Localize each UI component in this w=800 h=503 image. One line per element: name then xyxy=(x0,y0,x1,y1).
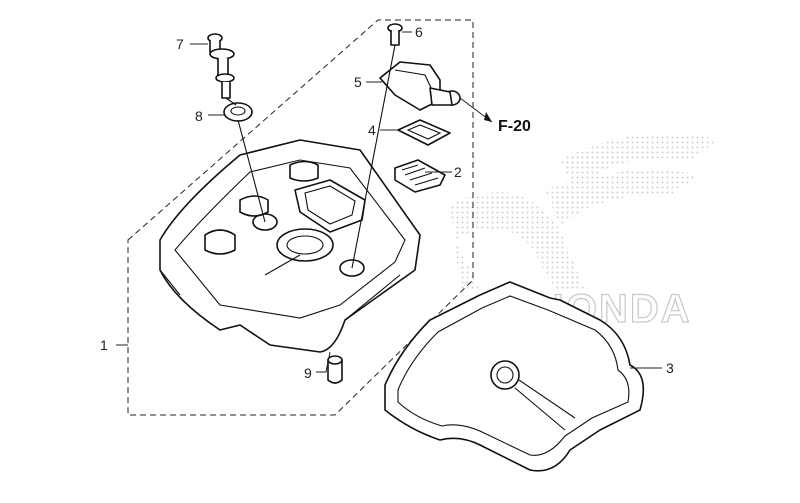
callout-6: 6 xyxy=(415,24,423,40)
callout-9: 9 xyxy=(304,365,312,381)
callout-3: 3 xyxy=(666,360,674,376)
reference-label-f20: F-20 xyxy=(498,118,531,135)
callout-5: 5 xyxy=(354,74,362,90)
breather-gasket xyxy=(397,119,451,146)
callout-4: 4 xyxy=(368,122,376,138)
cylinder-head-cover xyxy=(159,139,421,353)
callout-8: 8 xyxy=(195,108,203,124)
reference-arrow-icon xyxy=(484,112,492,122)
assembly-boundary xyxy=(127,19,474,416)
small-bolt xyxy=(387,23,403,46)
callout-7: 7 xyxy=(176,36,184,52)
head-cover-gasket xyxy=(384,281,645,472)
honda-wing-logo xyxy=(450,133,720,290)
rubber-washer xyxy=(223,102,253,122)
callout-2: 2 xyxy=(454,164,462,180)
callout-1: 1 xyxy=(100,337,108,353)
long-bolt xyxy=(207,33,235,99)
breather-separator xyxy=(379,61,461,111)
breather-plate xyxy=(394,159,446,193)
dowel-pin xyxy=(327,355,343,384)
